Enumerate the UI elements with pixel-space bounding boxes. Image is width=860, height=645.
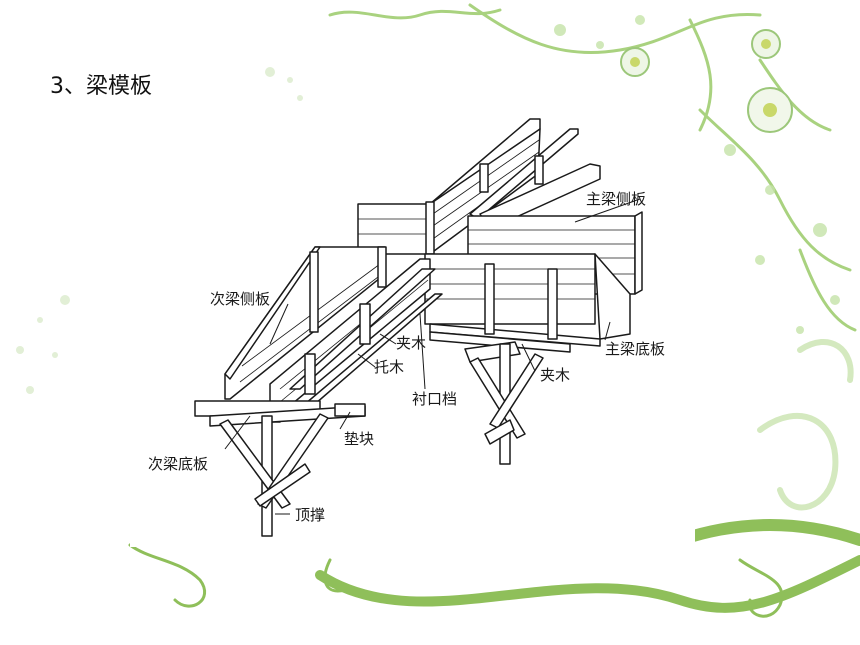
label-main-beam-bottom: 主梁底板 (605, 340, 665, 358)
top-brace (219, 413, 329, 537)
beam-formwork-figure: 主梁侧板 次梁侧板 夹木 托木 衬口档 夹木 主梁底板 垫块 次梁底板 顶撑 (130, 104, 695, 547)
label-clamp-wood-2: 夹木 (540, 366, 570, 384)
slide-title: 3、梁模板 (50, 74, 152, 99)
beam-formwork-diagram: 主梁侧板 次梁侧板 夹木 托木 衬口档 夹木 主梁底板 垫块 次梁底板 顶撑 (148, 118, 665, 537)
main-beam-far-section (429, 118, 601, 255)
label-main-beam-side: 主梁侧板 (586, 190, 646, 208)
flower-icon (620, 29, 793, 133)
label-clamp-wood-1: 夹木 (396, 334, 426, 352)
clamp-wood (289, 268, 443, 405)
secondary-beam-side-board (224, 246, 387, 400)
label-pad-block: 垫块 (344, 430, 374, 448)
label-secondary-beam-bottom: 次梁底板 (148, 455, 208, 473)
leader-lines (224, 198, 641, 515)
label-lining-block: 衬口档 (412, 390, 457, 408)
label-top-brace: 顶撑 (295, 506, 325, 524)
secondary-beam-bottom (194, 400, 366, 427)
main-beam-bottom (424, 253, 631, 347)
main-beam-center-block (357, 201, 435, 255)
label-secondary-beam-side: 次梁侧板 (210, 290, 270, 308)
main-top-brace (469, 343, 544, 465)
label-support-wood: 托木 (374, 358, 404, 376)
